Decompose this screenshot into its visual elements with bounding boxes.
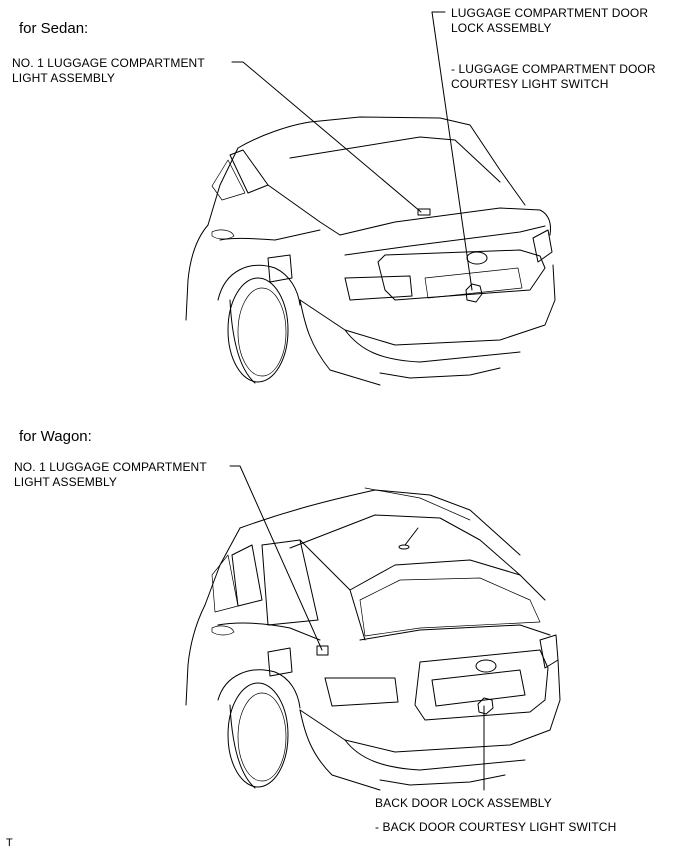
wagon-light-label-line2: LIGHT ASSEMBLY [14,475,117,489]
sedan-switch-label-line2: COURTESY LIGHT SWITCH [451,77,609,91]
sedan-light-label-line2: LIGHT ASSEMBLY [12,71,115,85]
sedan-car-body [185,116,556,386]
sedan-switch-label-line1: - LUGGAGE COMPARTMENT DOOR [451,62,656,76]
wagon-light-label-line1: NO. 1 LUGGAGE COMPARTMENT [14,460,207,474]
sedan-luggage-light-part [417,208,431,216]
wagon-heading: for Wagon: [19,428,92,445]
wagon-switch-label: - BACK DOOR COURTESY LIGHT SWITCH [375,820,617,834]
sedan-lock-label-line1: LUGGAGE COMPARTMENT DOOR [451,6,649,20]
wagon-light-leader [229,465,323,651]
wagon-car-body [185,487,561,791]
wagon-lock-label: BACK DOOR LOCK ASSEMBLY [375,796,552,810]
corner-mark: T [6,837,13,849]
sedan-lock-part [465,283,483,303]
sedan-light-label-line1: NO. 1 LUGGAGE COMPARTMENT [12,56,205,70]
wagon-luggage-light-part [316,645,329,656]
sedan-lock-label-line2: LOCK ASSEMBLY [451,21,552,35]
sedan-heading: for Sedan: [19,20,89,37]
sedan-lock-leader [431,11,473,291]
sedan-light-leader [231,61,422,213]
wagon-lock-part [477,697,494,715]
